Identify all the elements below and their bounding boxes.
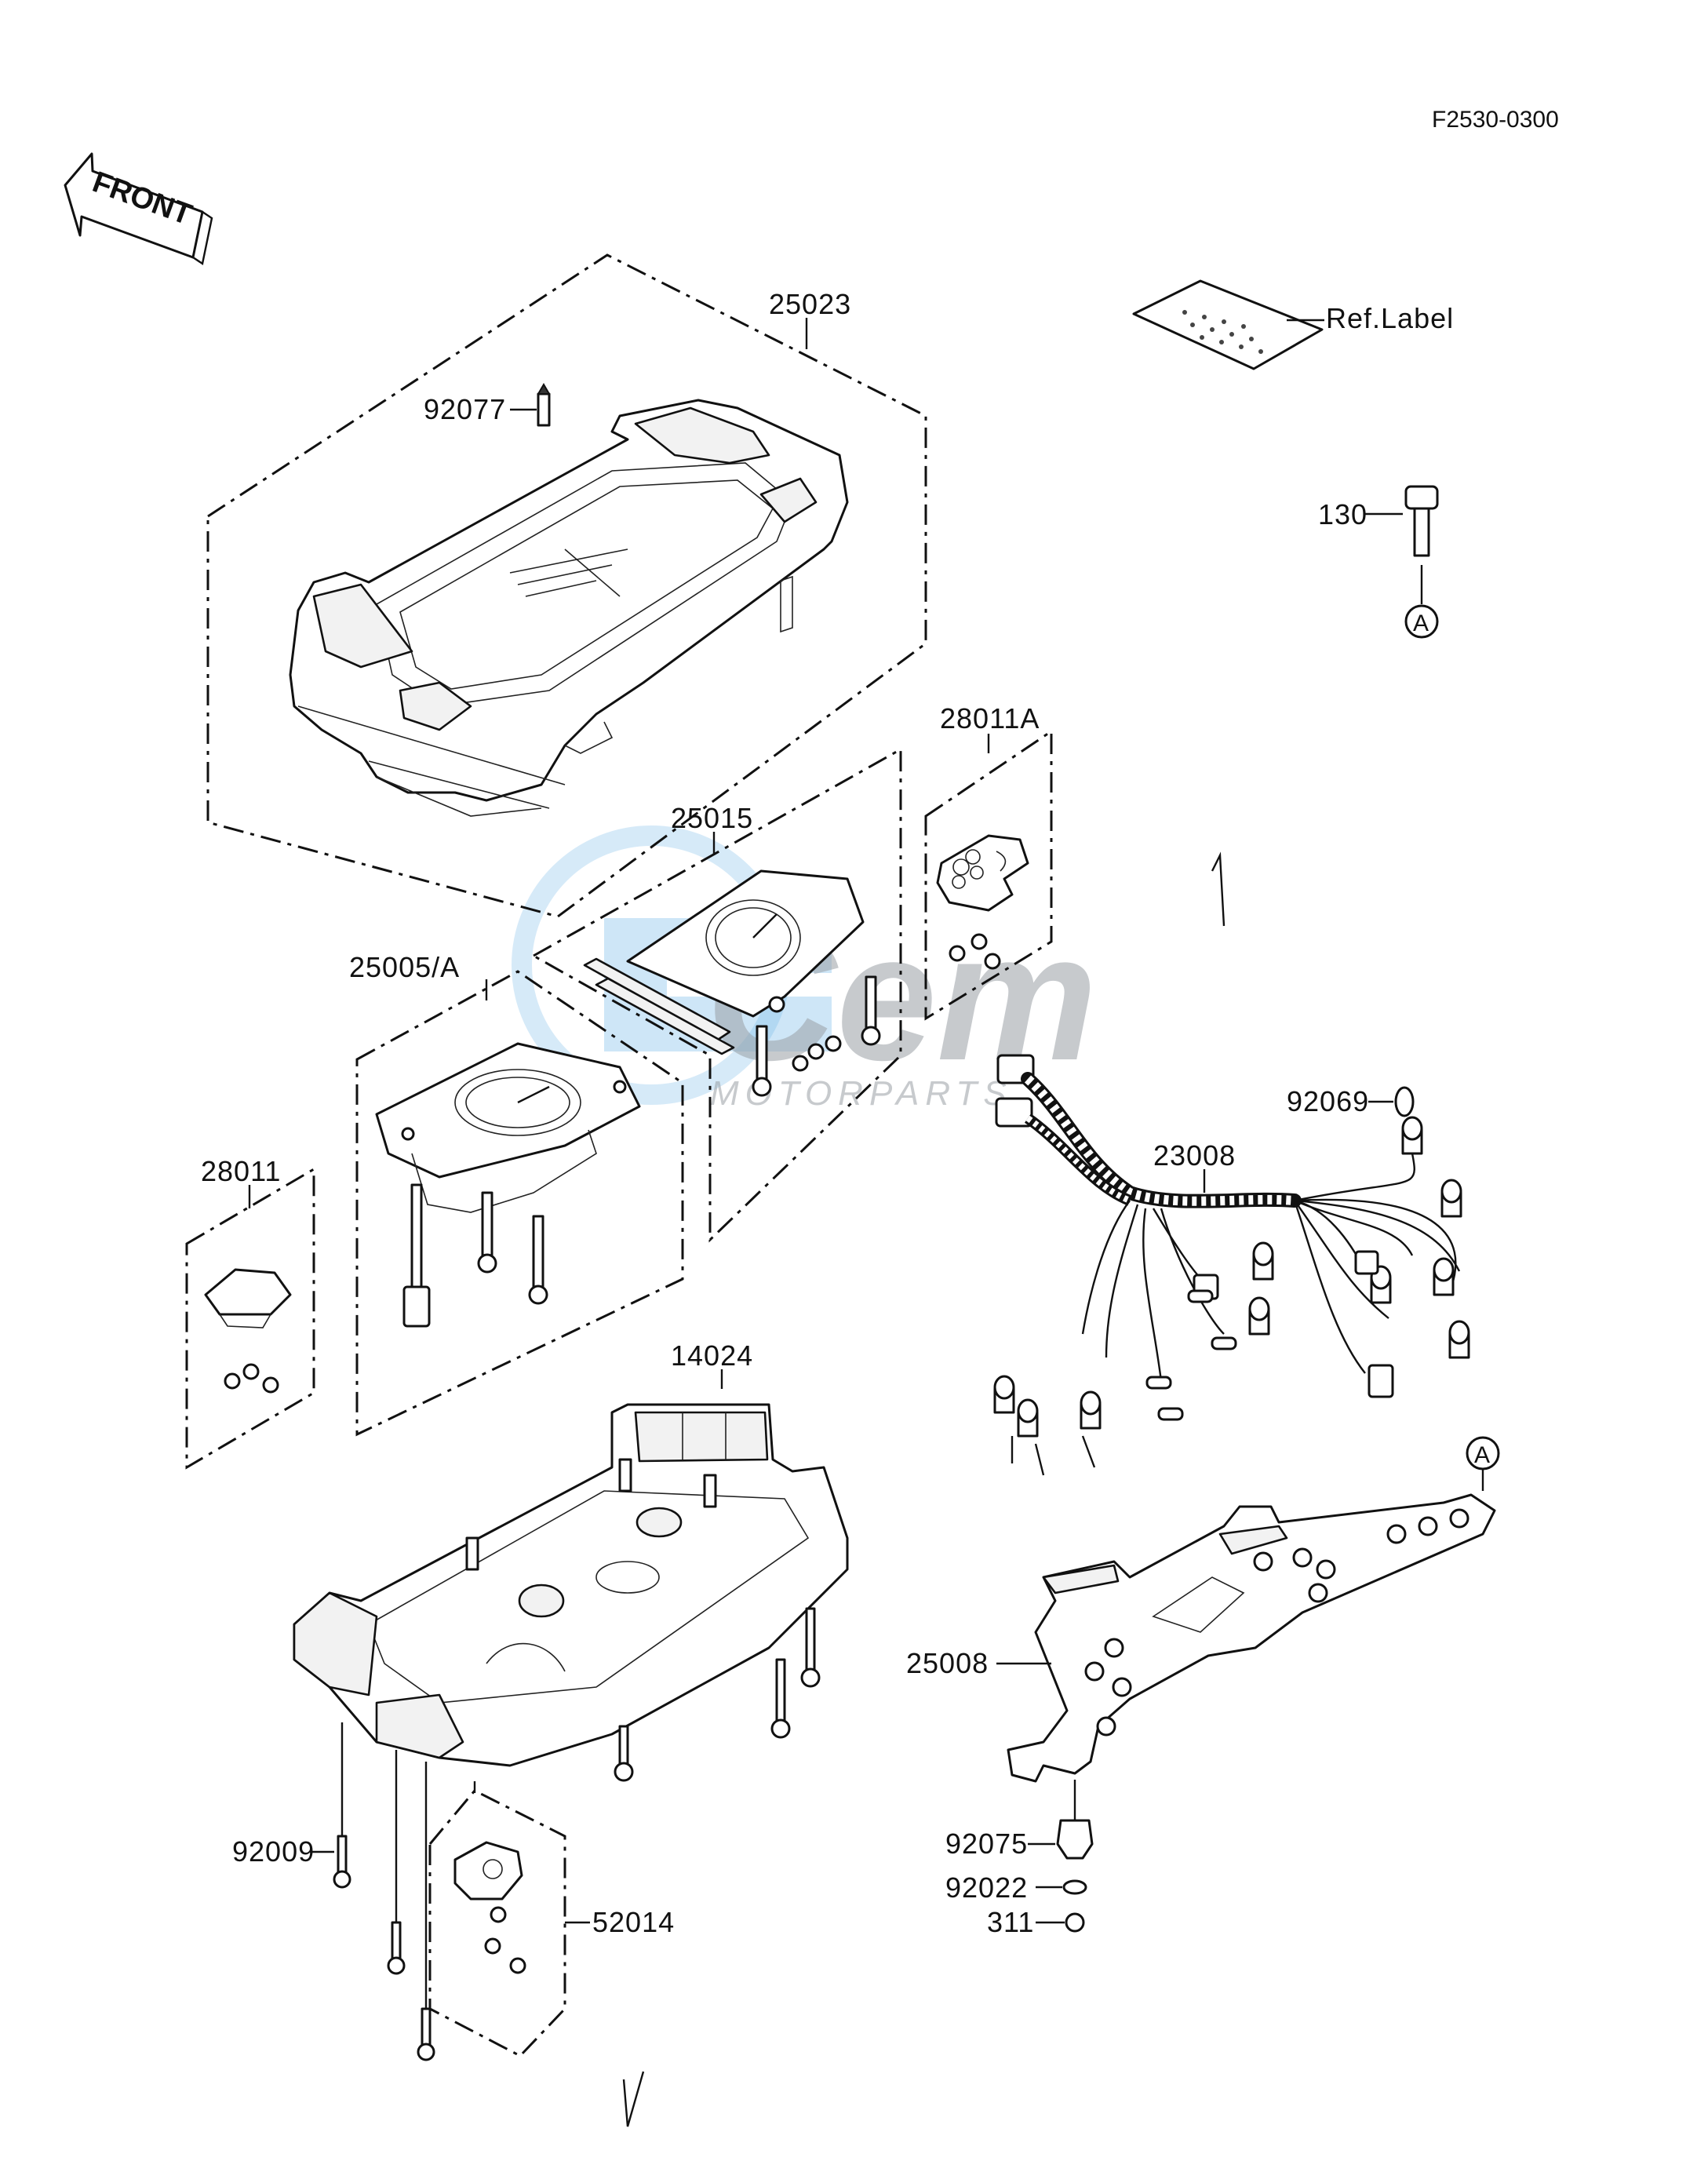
fastener-stack: 92075 92022 311 xyxy=(945,1819,1094,1938)
callout-25015: 25015 xyxy=(671,802,753,834)
group-25015-tachometer: 25015 xyxy=(530,747,902,1243)
front-arrow: FRONT xyxy=(64,152,213,265)
group-23008-wire-harness: 23008 xyxy=(993,1054,1470,1476)
scan-marks xyxy=(622,851,1225,2127)
callout-28011: 28011 xyxy=(201,1155,281,1187)
callout-92075: 92075 xyxy=(945,1828,1028,1860)
callout-25005a: 25005/A xyxy=(349,951,460,983)
callout-25008: 25008 xyxy=(906,1647,989,1679)
diagram-code: F2530-0300 xyxy=(1432,107,1559,133)
screw-92077 xyxy=(537,383,551,427)
callout-23008: 23008 xyxy=(1153,1139,1236,1172)
ref-marker-a-top: A xyxy=(1413,610,1429,636)
harness-bulbs xyxy=(993,1116,1470,1438)
callout-311: 311 xyxy=(987,1906,1034,1938)
callout-25023: 25023 xyxy=(769,288,851,320)
case-screws xyxy=(614,1607,821,1782)
bolt-130: 130 A xyxy=(1318,485,1439,639)
ref-marker-a-bottom: A xyxy=(1474,1442,1490,1468)
callout-130: 130 xyxy=(1318,498,1367,530)
callout-14024: 14024 xyxy=(671,1339,753,1372)
group-14024-lower-case: 14024 92009 xyxy=(232,1339,849,2061)
group-28011-lamp-socket: 28011 xyxy=(185,1155,315,1470)
callout-ref-label: Ref.Label xyxy=(1326,302,1454,334)
callout-52014: 52014 xyxy=(592,1906,675,1938)
callout-92077: 92077 xyxy=(424,393,506,425)
ref-label-sticker: Ref.Label xyxy=(1132,279,1454,370)
callout-92022: 92022 xyxy=(945,1871,1028,1904)
group-52014-bracket: 52014 xyxy=(428,1781,675,2057)
callout-28011a: 28011A xyxy=(940,702,1040,734)
group-28011a-lamp-socket: 28011A xyxy=(924,702,1053,1021)
group-25008-meter-bracket: A 25008 xyxy=(906,1436,1500,1820)
group-25023-meter-cover: 25023 92077 xyxy=(206,253,927,918)
group-25005a-speedometer: 25005/A xyxy=(349,951,684,1437)
callout-92069: 92069 xyxy=(1287,1085,1369,1117)
callout-92009: 92009 xyxy=(232,1835,315,1868)
tacho-screws xyxy=(752,975,881,1097)
